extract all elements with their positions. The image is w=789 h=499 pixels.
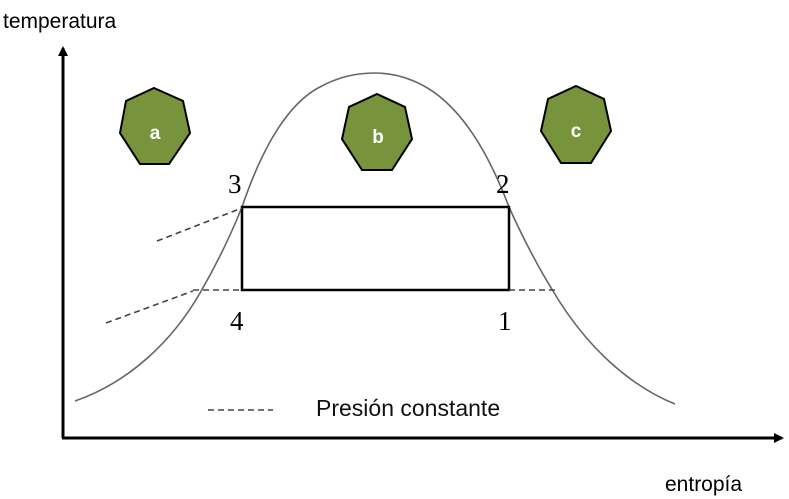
constant-pressure-line-upper xyxy=(156,207,243,242)
region-c: c xyxy=(539,84,613,164)
region-b-heptagon xyxy=(340,92,414,171)
region-b: b xyxy=(340,92,414,171)
point-label-2: 2 xyxy=(496,169,510,199)
region-c-label: c xyxy=(571,121,582,142)
cycle-rectangle xyxy=(240,205,511,292)
x-axis-label: entropía xyxy=(665,473,742,496)
region-c-heptagon xyxy=(539,84,613,164)
point-label-4: 4 xyxy=(230,306,244,336)
point-label-3: 3 xyxy=(228,169,242,199)
region-a-label: a xyxy=(150,123,161,144)
constant-pressure-line-lower-left xyxy=(105,290,194,324)
y-axis-label: temperatura xyxy=(3,10,117,33)
region-b-label: b xyxy=(372,127,384,148)
saturation-dome-curve xyxy=(74,72,676,405)
region-a: a xyxy=(118,86,192,165)
point-label-1: 1 xyxy=(498,306,512,336)
legend: Presión constante xyxy=(208,395,500,421)
region-a-heptagon xyxy=(118,86,192,165)
legend-label: Presión constante xyxy=(316,395,500,421)
